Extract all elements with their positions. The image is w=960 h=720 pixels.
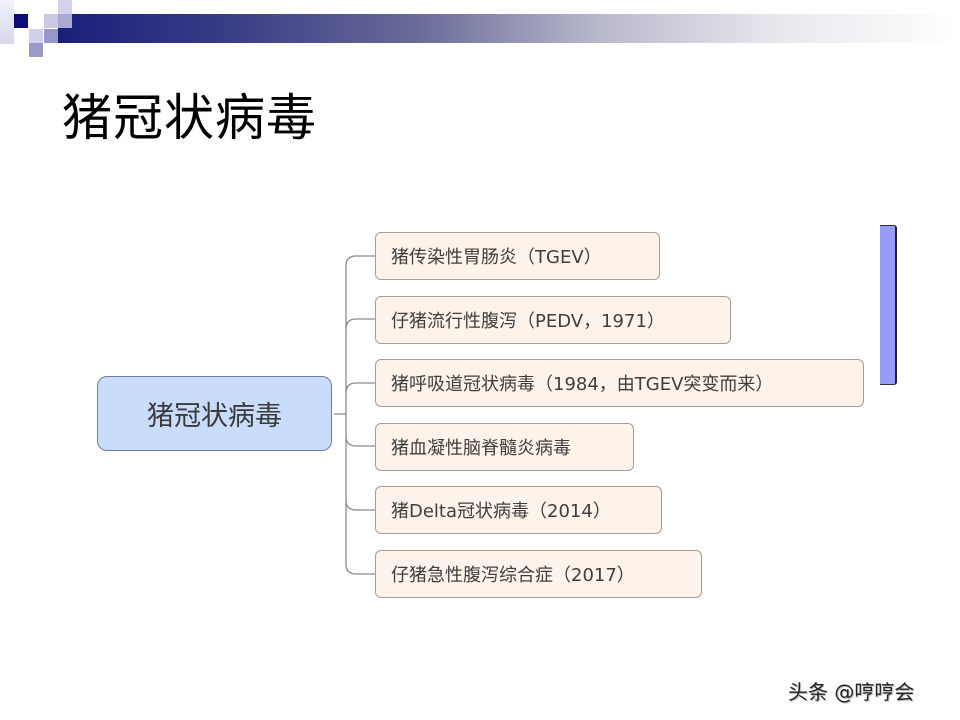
header-square	[58, 0, 72, 14]
mindmap-child-node[interactable]: 仔猪流行性腹泻（PEDV，1971）	[375, 296, 731, 344]
mindmap-child-node[interactable]: 猪Delta冠状病毒（2014）	[375, 486, 662, 534]
child-node-label: 仔猪流行性腹泻（PEDV，1971）	[391, 311, 665, 332]
child-node-label: 猪Delta冠状病毒（2014）	[391, 501, 611, 522]
child-node-label: 猪传染性胃肠炎（TGEV）	[391, 247, 602, 268]
watermark: 头条 @哼哼会	[788, 680, 915, 704]
header-square	[29, 43, 43, 57]
header-square	[14, 14, 28, 28]
slide-title: 猪冠状病毒	[62, 89, 317, 147]
child-node-label: 仔猪急性腹泻综合症（2017）	[391, 565, 635, 586]
header-square	[44, 29, 58, 43]
child-node-label: 猪血凝性脑脊髓炎病毒	[391, 438, 571, 459]
mindmap-root-node[interactable]: 猪冠状病毒	[97, 376, 332, 451]
side-bracket-bar	[880, 225, 897, 385]
mindmap-child-node[interactable]: 猪血凝性脑脊髓炎病毒	[375, 423, 634, 471]
header-square	[58, 14, 72, 28]
mindmap-child-node[interactable]: 猪呼吸道冠状病毒（1984，由TGEV突变而来）	[375, 359, 864, 407]
mindmap-child-node[interactable]: 猪传染性胃肠炎（TGEV）	[375, 232, 660, 280]
header-gradient-bar	[58, 14, 960, 43]
child-node-label: 猪呼吸道冠状病毒（1984，由TGEV突变而来）	[391, 374, 774, 395]
header-square	[0, 0, 14, 44]
header-square	[44, 14, 58, 28]
header-square	[29, 29, 43, 43]
root-node-label: 猪冠状病毒	[147, 401, 282, 432]
mindmap-child-node[interactable]: 仔猪急性腹泻综合症（2017）	[375, 550, 702, 598]
